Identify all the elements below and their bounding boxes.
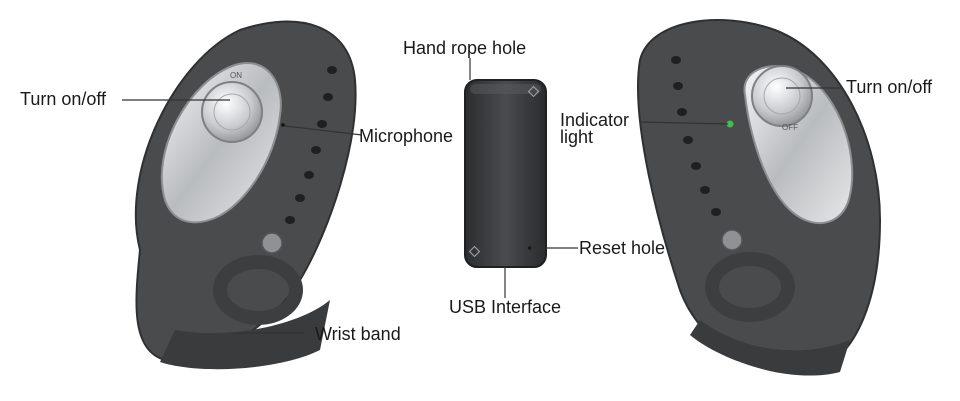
center-device: [464, 79, 547, 268]
left-strap-holes: [285, 66, 337, 224]
label-hand-rope-hole: Hand rope hole: [403, 38, 527, 58]
leader-microphone: [284, 125, 363, 136]
label-microphone: Microphone: [359, 126, 454, 146]
label-turn-on-off-right: Turn on/off: [846, 77, 933, 97]
left-clasp-stud: [261, 232, 283, 254]
left-band-keeper: [213, 255, 303, 325]
left-on-text: ON: [230, 71, 242, 80]
label-usb-interface: USB Interface: [449, 297, 562, 317]
right-power-button[interactable]: [751, 65, 813, 127]
left-microphone-dot: [281, 123, 285, 127]
right-clasp-stud: [721, 229, 743, 251]
left-power-button[interactable]: [201, 81, 263, 143]
bottom-left-mark: [468, 245, 481, 258]
label-indicator-light: Indicator light: [560, 110, 630, 147]
label-indicator-line2: light: [560, 127, 594, 147]
right-bracelet: OFF: [637, 19, 882, 376]
label-indicator-line1: Indicator: [560, 110, 630, 130]
leader-indicator: [639, 121, 729, 125]
hand-rope-hole-mark: [527, 85, 540, 98]
right-strap-holes: [671, 56, 721, 216]
right-band-keeper: [705, 252, 795, 322]
label-wrist-band: Wrist band: [315, 324, 401, 344]
label-reset-hole: Reset hole: [579, 238, 666, 258]
left-bracelet: ON: [134, 20, 357, 370]
device-body: [464, 79, 547, 268]
leader-lines: [122, 58, 842, 334]
indicator-light-dot: [726, 120, 734, 128]
label-turn-on-off-left: Turn on/off: [20, 89, 107, 109]
right-off-text: OFF: [782, 123, 798, 132]
